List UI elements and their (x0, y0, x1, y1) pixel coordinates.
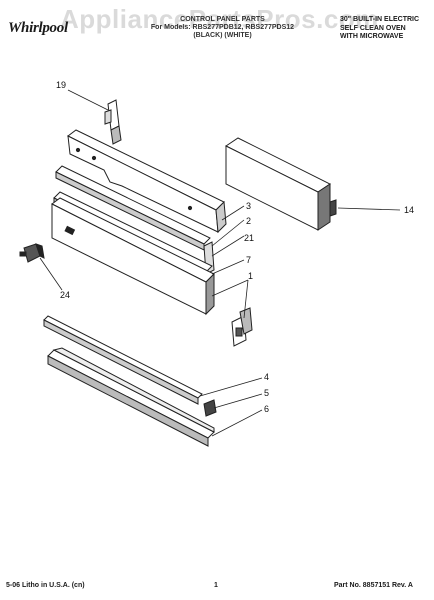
diagram-title: CONTROL PANEL PARTS For Models: RBS277PD… (110, 16, 335, 40)
callout-24: 24 (60, 290, 70, 300)
title-line: CONTROL PANEL PARTS (180, 16, 265, 23)
part-14-trim-box (225, 137, 337, 231)
callout-1: 1 (248, 271, 253, 281)
part-2-strip (55, 165, 211, 251)
title-line: For Models: RBS277PDB12, RBS277PDS12 (150, 24, 295, 31)
leader-1-panel (211, 279, 249, 297)
part-1-front-panel (51, 197, 215, 316)
callout-6: 6 (264, 404, 269, 414)
product-line: SELF CLEAN OVEN (340, 24, 406, 32)
leader-21 (211, 235, 245, 257)
part-1-side-bracket (231, 307, 253, 347)
part-4-channel (43, 315, 203, 405)
leader-lines (39, 89, 401, 437)
callout-5: 5 (264, 388, 269, 398)
callout-4: 4 (264, 372, 269, 382)
product-line: WITH MICROWAVE (340, 33, 404, 40)
product-line: 30" BUILT-IN ELECTRIC (340, 16, 420, 23)
callout-2: 2 (246, 216, 251, 226)
leader-2 (211, 219, 245, 247)
leader-4 (199, 377, 263, 397)
callout-labels: 19 3 2 21 7 1 14 24 4 5 6 (56, 80, 414, 414)
brand-logo: Whirlpool (8, 20, 68, 36)
leader-24 (39, 257, 63, 291)
leader-6 (211, 409, 263, 437)
product-description: 30" BUILT-IN ELECTRIC SELF CLEAN OVEN WI… (340, 16, 430, 42)
leader-14 (337, 207, 401, 211)
footer-page-number: 1 (214, 582, 218, 589)
callout-14: 14 (404, 205, 414, 215)
part-3-control-panel (67, 129, 227, 234)
part-5-clip (203, 399, 217, 417)
leader-19 (67, 89, 109, 111)
callout-7: 7 (246, 255, 251, 265)
leader-7 (211, 259, 245, 275)
footer-litho: 5-06 Litho in U.S.A. (cn) (6, 582, 85, 589)
part-19-bracket (104, 99, 122, 145)
part-6-bottom-trim (47, 347, 215, 447)
callout-21: 21 (244, 233, 254, 243)
footer-part-number: Part No. 8857151 Rev. A (334, 582, 413, 589)
leader-3 (221, 205, 245, 221)
leader-1-bracket (243, 279, 249, 319)
callout-19: 19 (56, 80, 66, 90)
leader-5 (213, 393, 263, 409)
title-line: (BLACK) (WHITE) (193, 32, 252, 39)
callout-3: 3 (246, 201, 251, 211)
part-24-switch (19, 243, 45, 263)
